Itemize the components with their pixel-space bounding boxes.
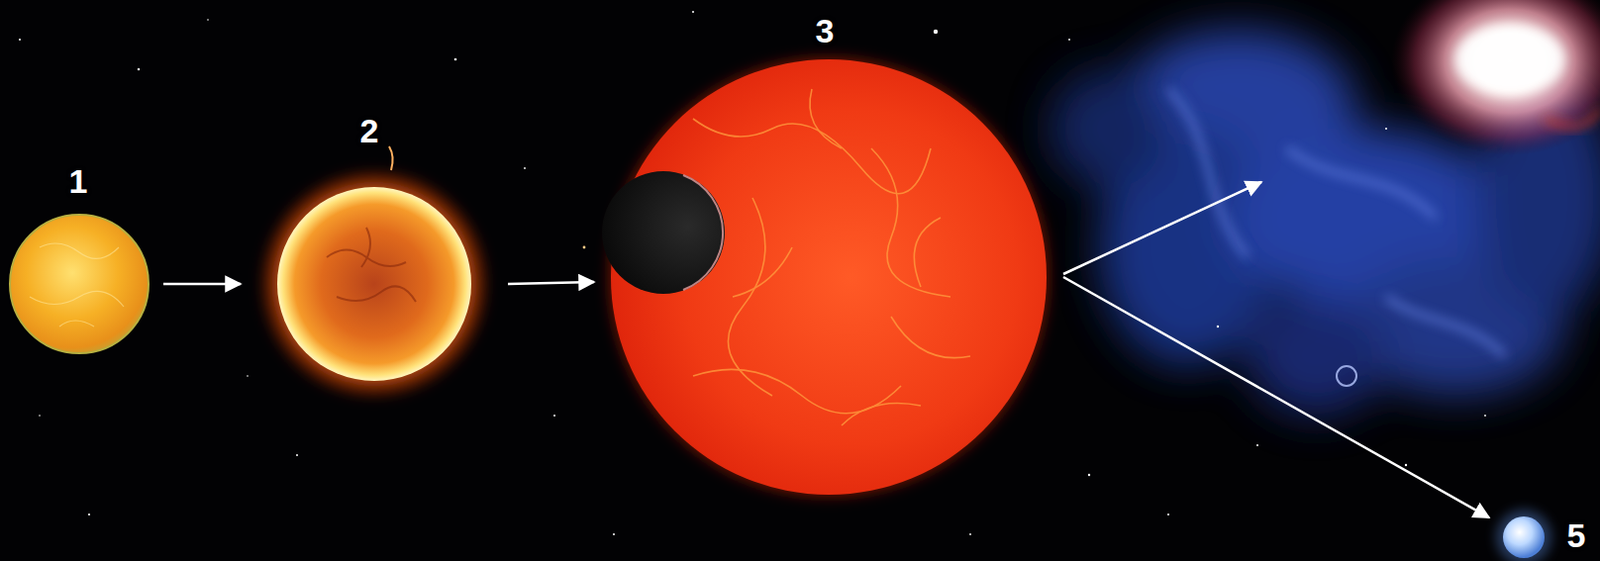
stage-arrow (163, 283, 241, 287)
stage-arrow (507, 282, 595, 285)
label-holder: 1 (69, 164, 89, 199)
callout-number: 5 (1567, 516, 1587, 555)
label-holder: 2 (360, 113, 380, 148)
star-stage: 2 (255, 165, 494, 403)
star-stage: 1 (9, 214, 149, 354)
stage-arrow (1063, 277, 1490, 518)
callout-number: 2 (360, 111, 380, 150)
callout-number: 3 (815, 11, 835, 50)
label-holder: 5 (1567, 518, 1587, 553)
callout-number: 1 (69, 162, 89, 200)
star-stage: 3 (608, 57, 1049, 498)
label-holder: 3 (815, 13, 835, 48)
star-stage: 5 (1501, 515, 1546, 560)
